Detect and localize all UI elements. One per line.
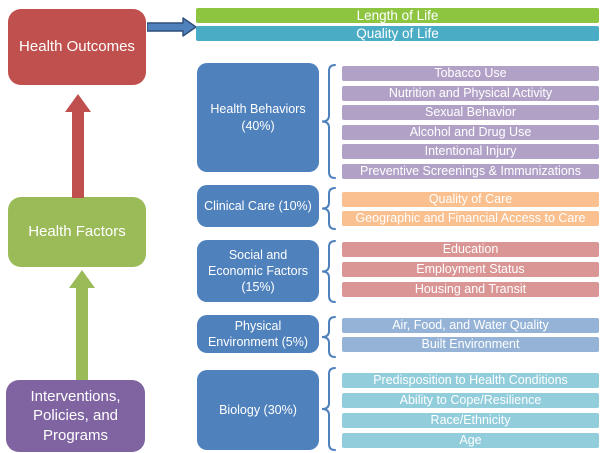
group-box-social-economic: Social and Economic Factors (15%)	[197, 240, 319, 302]
health-outcomes-box: Health Outcomes	[8, 9, 146, 85]
health-factors-box: Health Factors	[8, 197, 146, 267]
factor-bar: Air, Food, and Water Quality	[342, 318, 599, 333]
group-box-physical-environment: Physical Environment (5%)	[197, 315, 319, 353]
factor-bar: Intentional Injury	[342, 144, 599, 159]
quality-of-life-bar: Quality of Life	[196, 26, 599, 41]
factor-bar: Sexual Behavior	[342, 105, 599, 120]
up-arrow-interventions-to-factors-icon	[69, 270, 95, 380]
factor-bar: Quality of Care	[342, 192, 599, 207]
group-label-health-behaviors: Health Behaviors (40%)	[210, 102, 306, 133]
factor-bar: Predisposition to Health Conditions	[342, 373, 599, 388]
brace-biology	[321, 367, 336, 451]
group-label-biology: Biology (30%)	[219, 402, 297, 417]
factor-bar: Age	[342, 433, 599, 448]
right-arrow-outcomes-to-measures-icon	[147, 17, 197, 37]
factor-bar: Race/Ethnicity	[342, 413, 599, 428]
factor-bar: Built Environment	[342, 337, 599, 352]
health-factors-label: Health Factors	[28, 223, 126, 241]
factor-bar: Ability to Cope/Resilience	[342, 393, 599, 408]
group-label-physical-environment: Physical Environment (5%)	[207, 318, 309, 349]
group-box-clinical-care: Clinical Care (10%)	[197, 185, 319, 227]
factor-bar: Geographic and Financial Access to Care	[342, 211, 599, 226]
factor-bar: Nutrition and Physical Activity	[342, 86, 599, 101]
brace-health-behaviors	[321, 64, 336, 179]
factor-bar: Employment Status	[342, 262, 599, 277]
group-label-social-economic: Social and Economic Factors (15%)	[207, 247, 309, 295]
factor-bar: Housing and Transit	[342, 282, 599, 297]
group-box-health-behaviors: Health Behaviors (40%)	[197, 63, 319, 172]
factor-bar: Tobacco Use	[342, 66, 599, 81]
health-outcomes-label: Health Outcomes	[19, 38, 135, 56]
length-of-life-bar: Length of Life	[196, 8, 599, 23]
factor-bar: Education	[342, 242, 599, 257]
factor-bar: Alcohol and Drug Use	[342, 125, 599, 140]
factor-bar: Preventive Screenings & Immunizations	[342, 164, 599, 179]
interventions-box: Interventions, Policies, and Programs	[6, 380, 145, 452]
brace-social-economic	[321, 240, 336, 303]
group-box-biology: Biology (30%)	[197, 370, 319, 450]
interventions-label: Interventions, Policies, and Programs	[30, 388, 121, 444]
group-label-clinical-care: Clinical Care (10%)	[204, 198, 312, 213]
brace-clinical-care	[321, 187, 336, 230]
brace-physical-environment	[321, 316, 336, 358]
up-arrow-factors-to-outcomes-icon	[65, 94, 91, 198]
